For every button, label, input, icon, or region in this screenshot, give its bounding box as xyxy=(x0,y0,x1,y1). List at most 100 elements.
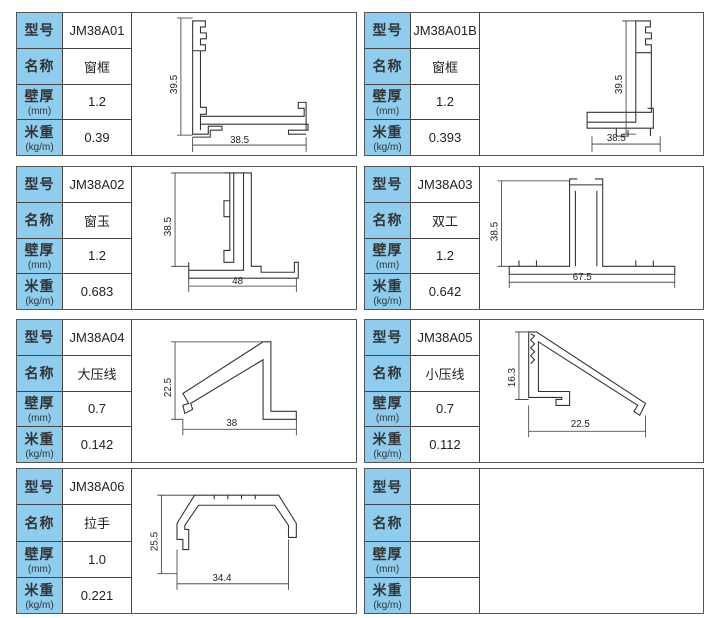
weight-label: 米重 xyxy=(372,581,403,598)
thickness-value: 0.7 xyxy=(435,401,455,417)
name-label-cell: 名称 xyxy=(17,356,62,392)
spec-values xyxy=(411,469,480,613)
weight-label-cell: 米重(kg/m) xyxy=(365,274,410,309)
weight-label-cell: 米重(kg/m) xyxy=(17,578,62,613)
spec-values: JM38A02 窗玉 1.2 0.683 xyxy=(63,167,132,309)
model-label-cell: 型号 xyxy=(365,320,410,356)
thickness-label: 壁厚 xyxy=(372,242,403,259)
model-label-cell: 型号 xyxy=(17,13,62,49)
width-dimension-label: 67.5 xyxy=(573,272,592,283)
weight-label-cell: 米重(kg/m) xyxy=(365,427,410,462)
model-value: JM38A01 xyxy=(69,22,125,38)
name-value: 小压线 xyxy=(425,366,465,382)
profile-card-jm38a06: 型号 名称 壁厚(mm) 米重(kg/m) JM38A06 拉手 1.0 0.2… xyxy=(16,468,357,614)
weight-unit: (kg/m) xyxy=(25,296,54,308)
spec-labels: 型号 名称 壁厚(mm) 米重(kg/m) xyxy=(365,469,411,613)
profile-cross-section: 38.567.5 xyxy=(490,178,676,289)
name-value: 拉手 xyxy=(83,516,110,532)
model-label: 型号 xyxy=(24,478,55,495)
profile-card-empty: 型号 名称 壁厚(mm) 米重(kg/m) xyxy=(364,468,704,614)
model-label-cell: 型号 xyxy=(365,469,410,506)
thickness-value: 1.2 xyxy=(435,248,455,264)
weight-unit: (kg/m) xyxy=(373,142,402,154)
spec-labels: 型号 名称 壁厚(mm) 米重(kg/m) xyxy=(365,167,411,309)
height-dimension-label: 22.5 xyxy=(163,377,174,397)
spec-values: JM38A05 小压线 0.7 0.112 xyxy=(411,320,480,462)
model-value: JM38A01B xyxy=(413,22,477,38)
name-value: 大压线 xyxy=(77,366,117,382)
name-value: 窗框 xyxy=(83,59,110,75)
thickness-value: 1.2 xyxy=(87,248,107,264)
spec-labels: 型号 名称 壁厚(mm) 米重(kg/m) xyxy=(17,320,63,462)
name-label-cell: 名称 xyxy=(365,505,410,542)
weight-label: 米重 xyxy=(24,581,55,598)
weight-label-cell: 米重(kg/m) xyxy=(17,427,62,462)
spec-values: JM38A04 大压线 0.7 0.142 xyxy=(63,320,132,462)
weight-value: 0.112 xyxy=(429,437,461,453)
profile-cross-section: 16.3 22.5 xyxy=(507,331,647,438)
thickness-value: 1.0 xyxy=(87,551,107,567)
thickness-label-cell: 壁厚(mm) xyxy=(17,542,62,578)
model-label: 型号 xyxy=(24,22,55,39)
thickness-label: 壁厚 xyxy=(24,88,55,105)
width-dimension-label: 38.5 xyxy=(230,135,250,146)
thickness-unit: (mm) xyxy=(27,413,52,425)
weight-label: 米重 xyxy=(372,124,403,141)
weight-unit: (kg/m) xyxy=(373,599,402,611)
model-label: 型号 xyxy=(372,22,403,39)
spec-labels: 型号 名称 壁厚(mm) 米重(kg/m) xyxy=(365,320,411,462)
name-label-cell: 名称 xyxy=(17,505,62,542)
weight-label-cell: 米重(kg/m) xyxy=(17,274,62,309)
weight-value: 0.221 xyxy=(80,587,114,603)
weight-unit: (kg/m) xyxy=(25,449,54,461)
name-value: 窗框 xyxy=(431,59,458,75)
thickness-label-cell: 壁厚(mm) xyxy=(17,239,62,275)
thickness-label-cell: 壁厚(mm) xyxy=(17,392,62,428)
weight-value: 0.142 xyxy=(80,437,114,453)
name-label: 名称 xyxy=(372,212,403,229)
thickness-value: 1.2 xyxy=(87,94,107,110)
model-label-cell: 型号 xyxy=(17,167,62,203)
width-dimension-label: 38.5 xyxy=(607,133,626,144)
spec-labels: 型号 名称 壁厚(mm) 米重(kg/m) xyxy=(17,13,63,155)
name-label: 名称 xyxy=(372,58,403,75)
width-dimension-label: 22.5 xyxy=(571,419,590,430)
profile-card-jm38a01b: 型号 名称 壁厚(mm) 米重(kg/m) JM38A01B 窗框 1.2 0.… xyxy=(364,12,704,156)
weight-unit: (kg/m) xyxy=(25,142,54,154)
thickness-unit: (mm) xyxy=(375,106,400,118)
weight-label: 米重 xyxy=(372,278,403,295)
height-dimension-label: 25.5 xyxy=(150,531,161,551)
model-label-cell: 型号 xyxy=(17,469,62,506)
thickness-label-cell: 壁厚(mm) xyxy=(17,85,62,121)
weight-value: 0.393 xyxy=(428,130,462,146)
thickness-label: 壁厚 xyxy=(372,88,403,105)
name-label-cell: 名称 xyxy=(17,203,62,239)
name-label: 名称 xyxy=(372,514,403,531)
weight-label: 米重 xyxy=(24,278,55,295)
model-label: 型号 xyxy=(372,329,403,346)
height-dimension-label: 16.3 xyxy=(507,367,518,387)
weight-unit: (kg/m) xyxy=(373,449,402,461)
name-label: 名称 xyxy=(24,212,55,229)
weight-unit: (kg/m) xyxy=(373,296,402,308)
profile-cross-section: 25.534.4 xyxy=(150,494,297,590)
model-label: 型号 xyxy=(24,176,55,193)
profile-card-jm38a03: 型号 名称 壁厚(mm) 米重(kg/m) JM38A03 双工 1.2 0.6… xyxy=(364,166,704,310)
profile-drawing xyxy=(480,469,703,613)
model-value: JM38A03 xyxy=(417,176,473,192)
spec-values: JM38A06 拉手 1.0 0.221 xyxy=(63,469,132,613)
spec-labels: 型号 名称 壁厚(mm) 米重(kg/m) xyxy=(17,167,63,309)
profile-cross-section: 22.5 38 xyxy=(163,341,297,436)
model-label: 型号 xyxy=(372,176,403,193)
model-label: 型号 xyxy=(24,329,55,346)
weight-label: 米重 xyxy=(372,431,403,448)
model-label: 型号 xyxy=(372,478,403,495)
thickness-label: 壁厚 xyxy=(24,395,55,412)
name-label: 名称 xyxy=(372,365,403,382)
profile-drawing: 16.3 22.5 xyxy=(480,320,703,462)
width-dimension-label: 38 xyxy=(226,418,237,429)
